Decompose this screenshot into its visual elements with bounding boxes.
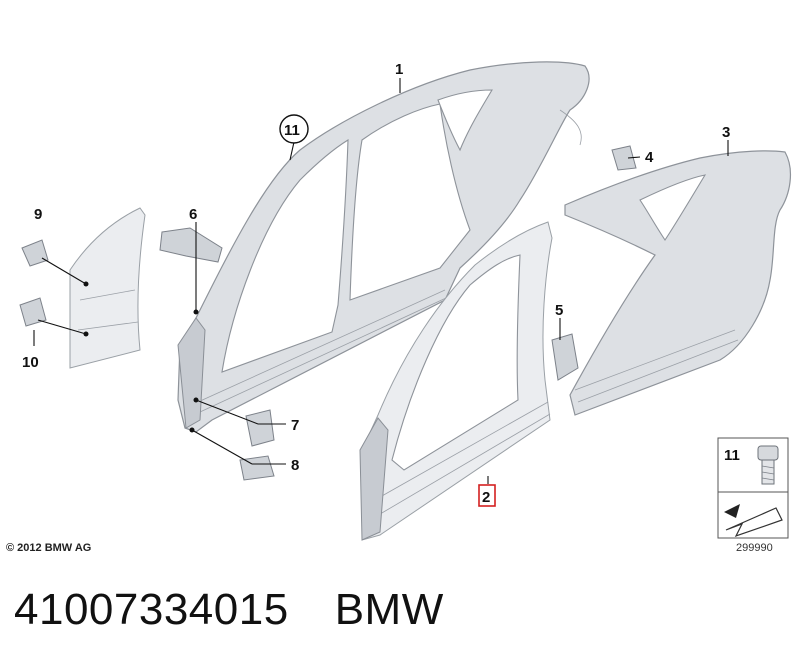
legend-label: 11 <box>724 447 740 464</box>
bracket-7 <box>245 409 275 447</box>
bracket-6 <box>159 227 223 263</box>
brand-name: BMW <box>334 585 444 634</box>
callout-10: 10 <box>22 354 39 371</box>
callout-3: 3 <box>722 124 730 141</box>
callout-8: 8 <box>291 457 299 474</box>
callout-7: 7 <box>291 417 299 434</box>
parts-diagram: 1 11 3 4 5 6 9 10 7 8 2 11 <box>19 61 791 541</box>
callout-2: 2 <box>482 489 490 506</box>
leader-lines <box>33 78 729 484</box>
callout-9: 9 <box>34 206 42 223</box>
copyright-notice: © 2012 BMW AG <box>6 542 92 554</box>
bracket-10 <box>19 297 47 327</box>
callout-11: 11 <box>284 122 300 139</box>
bracket-9 <box>21 239 49 267</box>
callout-11-circle <box>279 114 309 144</box>
bracket-4 <box>611 145 637 171</box>
part-footer: 41007334015 BMW <box>14 585 444 635</box>
legend-box: 11 <box>717 437 789 539</box>
bracket-5 <box>551 333 579 381</box>
callout-5: 5 <box>555 302 563 319</box>
side-frame-complete <box>177 61 590 433</box>
arrow-icon <box>724 504 783 538</box>
diagram-reference-number: 299990 <box>736 542 773 554</box>
part-number: 41007334015 <box>14 585 289 634</box>
bolt-icon <box>757 445 779 485</box>
side-panel-outer <box>359 221 553 541</box>
callout-1: 1 <box>395 61 403 78</box>
callout-4: 4 <box>645 149 654 166</box>
rear-quarter-panel <box>564 150 791 416</box>
callout-2-highlight <box>478 484 496 507</box>
callout-6: 6 <box>189 206 197 223</box>
pillar-reinforcement <box>69 207 146 369</box>
